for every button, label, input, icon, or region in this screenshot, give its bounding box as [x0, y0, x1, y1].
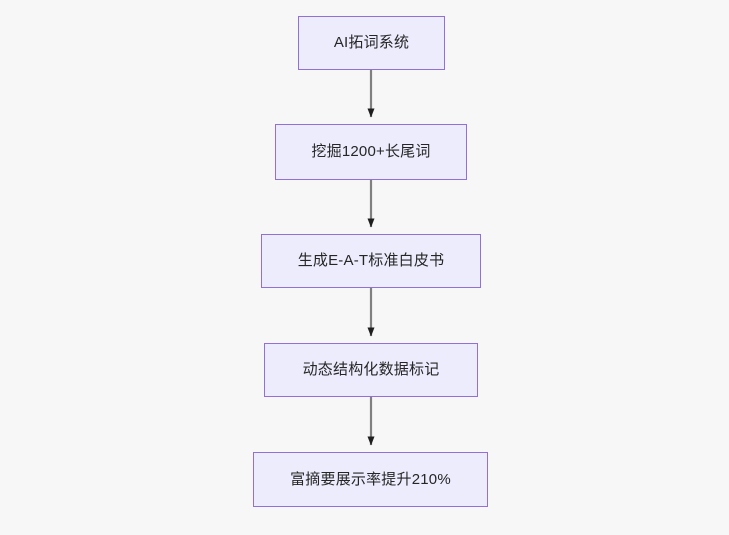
flowchart-node-label: 富摘要展示率提升210% — [290, 470, 451, 488]
flowchart-node-rich-snippet-impression-lift[interactable]: 富摘要展示率提升210% — [253, 452, 488, 507]
flowchart-node-label: 动态结构化数据标记 — [302, 361, 440, 378]
flowchart-node-mine-longtail-keywords[interactable]: 挖掘1200+长尾词 — [275, 124, 467, 180]
flowchart-node-dynamic-structured-data-markup[interactable]: 动态结构化数据标记 — [264, 343, 478, 397]
flowchart-node-label: AI拓词系统 — [333, 34, 410, 51]
flowchart-node-label: 生成E-A-T标准白皮书 — [297, 252, 445, 269]
flowchart-node-generate-eat-whitepaper[interactable]: 生成E-A-T标准白皮书 — [261, 234, 481, 288]
flowchart-node-label: 挖掘1200+长尾词 — [311, 143, 431, 160]
flowchart-node-ai-keyword-system[interactable]: AI拓词系统 — [298, 16, 445, 70]
